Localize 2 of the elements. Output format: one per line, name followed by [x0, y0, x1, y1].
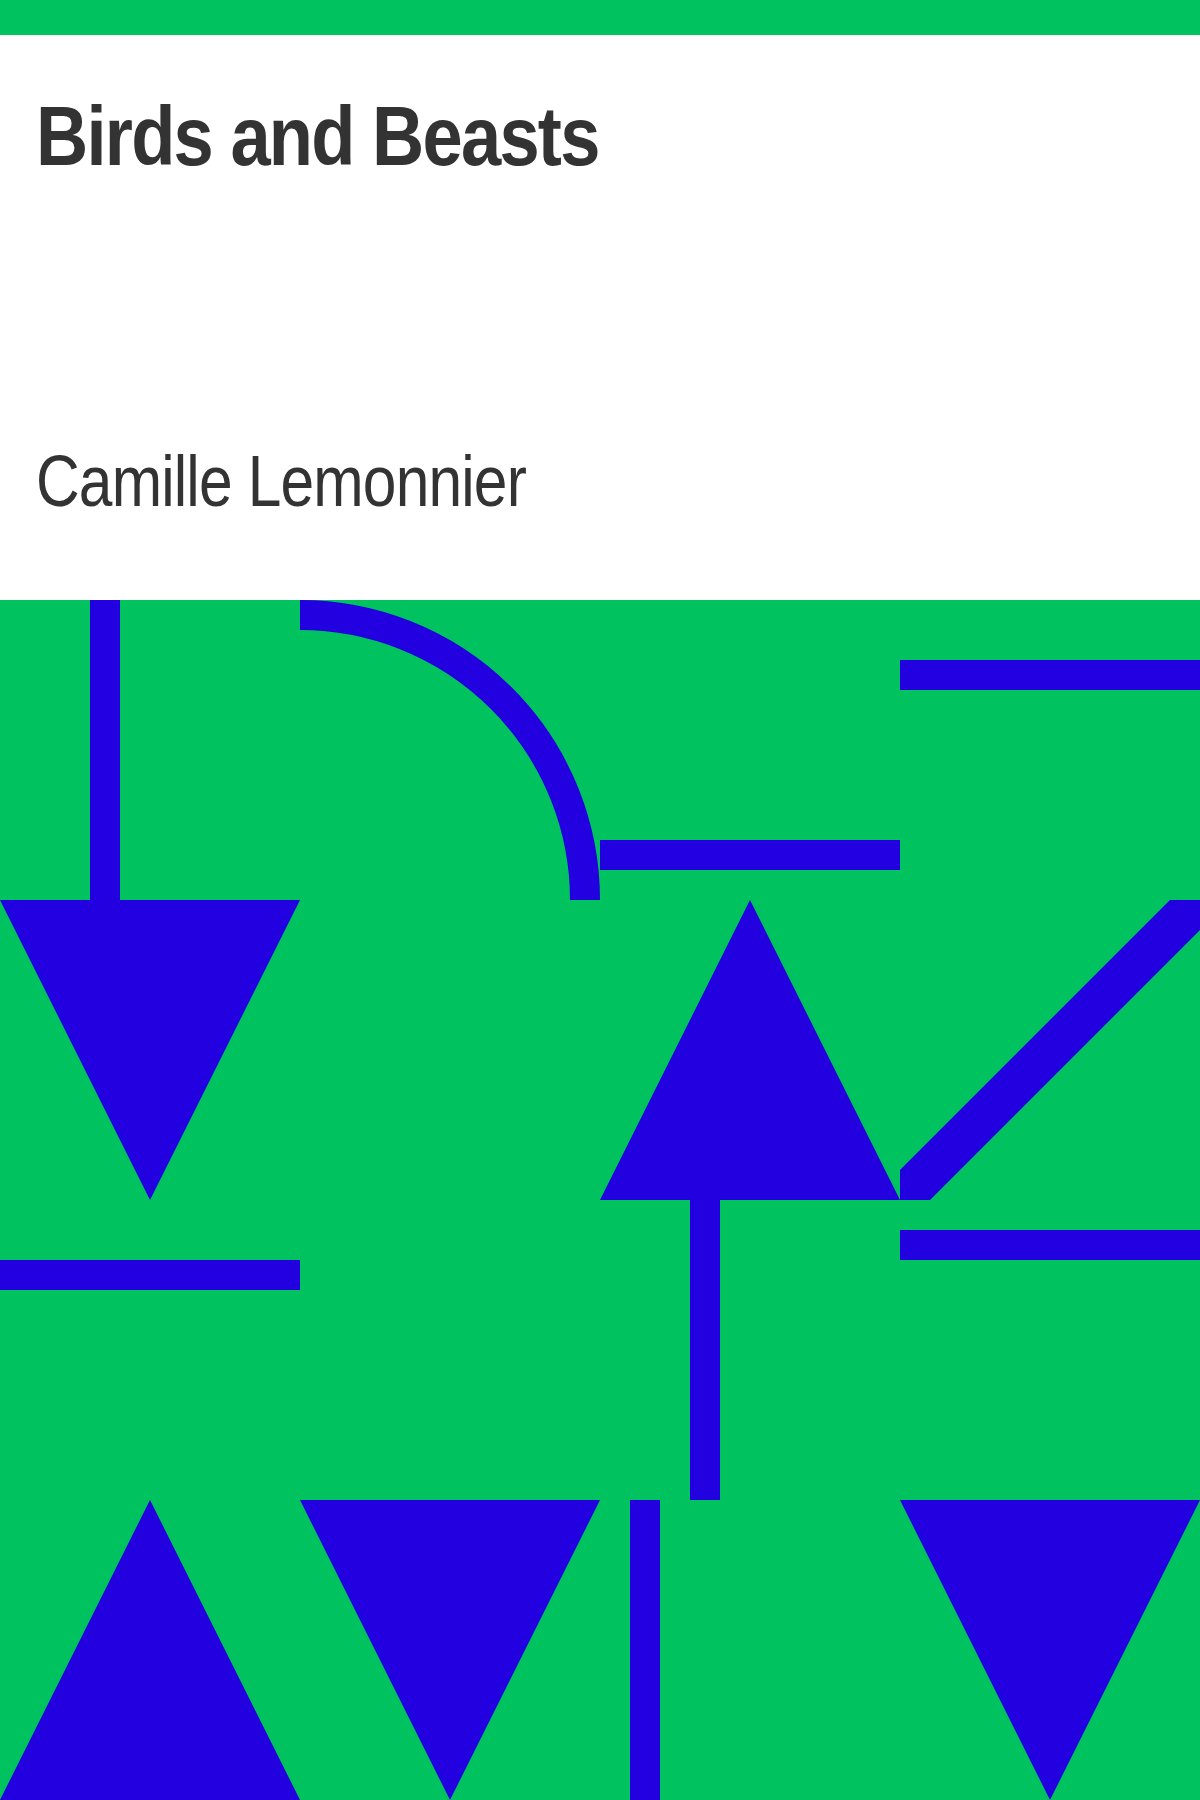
author-name: Camille Lemonnier: [36, 440, 526, 522]
book-title: Birds and Beasts: [36, 88, 599, 185]
